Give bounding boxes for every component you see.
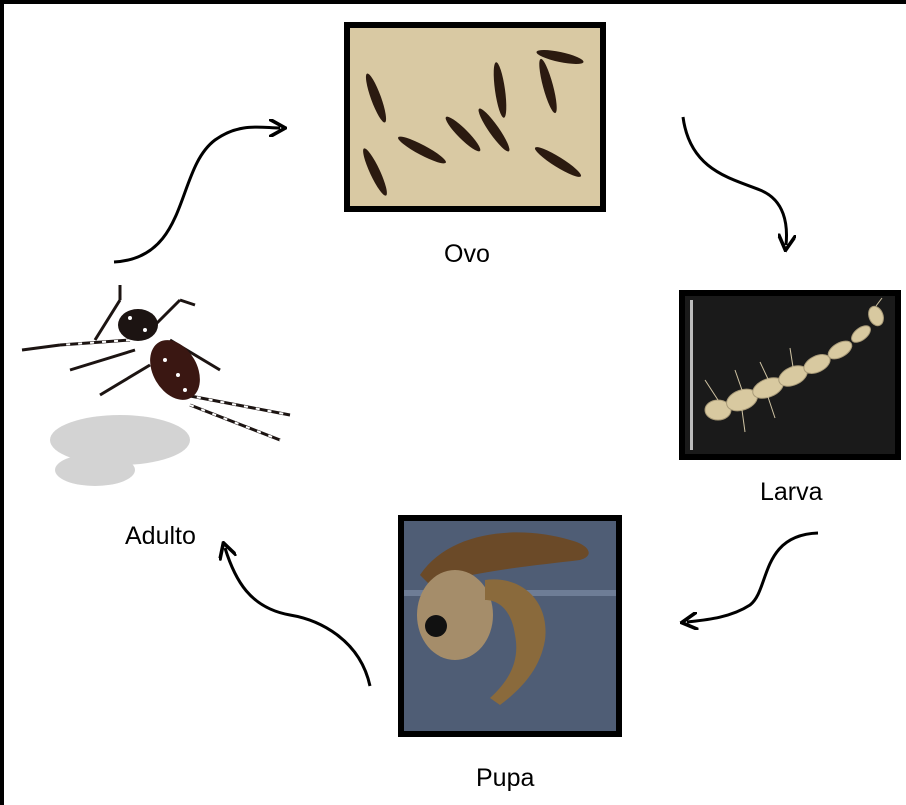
arrow-egg-to-larva	[683, 117, 787, 245]
larva-label: Larva	[760, 478, 823, 507]
pupa-photo	[398, 515, 622, 737]
adult-label: Adulto	[125, 522, 196, 551]
egg-label: Ovo	[444, 240, 490, 269]
adult-mosquito-photo	[22, 285, 290, 486]
arrow-larva-to-pupa	[687, 533, 818, 622]
arrow-pupa-to-adult	[225, 548, 370, 686]
pupa-label: Pupa	[476, 764, 534, 793]
arrow-adult-to-egg	[114, 127, 280, 262]
egg-photo	[344, 22, 606, 212]
larva-photo	[679, 290, 901, 460]
